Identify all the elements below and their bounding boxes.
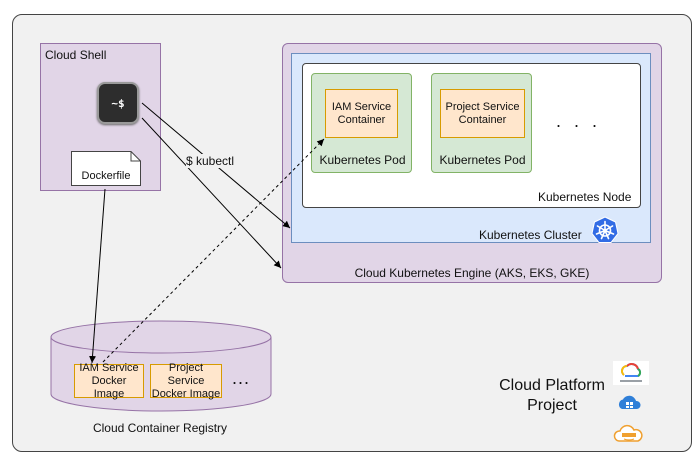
dockerfile-document-icon	[71, 151, 141, 186]
kubernetes-pod-iam: IAM Service Container Kubernetes Pod	[311, 73, 412, 173]
image-to-container-arrow	[102, 138, 325, 363]
kubernetes-pod-label: Kubernetes Pod	[319, 153, 406, 167]
project-service-docker-image-label: Project Service Docker Image	[151, 361, 221, 400]
google-cloud-icon	[613, 361, 649, 385]
aws-icon	[613, 424, 643, 442]
iam-service-container-label: IAM Service Container	[331, 100, 392, 126]
kubernetes-pod-project: Project Service Container Kubernetes Pod	[431, 73, 532, 173]
project-service-container-label: Project Service Container	[445, 100, 520, 126]
iam-service-docker-image-label: IAM Service Docker Image	[79, 361, 139, 400]
kubernetes-logo-icon	[591, 216, 619, 243]
more-images-ellipsis: ...	[232, 368, 251, 388]
dockerfile-label: Dockerfile	[81, 170, 131, 182]
project-service-docker-image: Project Service Docker Image	[150, 361, 222, 400]
iam-service-docker-image: IAM Service Docker Image	[74, 361, 144, 400]
azure-icon	[618, 395, 641, 409]
kubectl-arrow-engine	[141, 117, 282, 269]
container-registry-label: Cloud Container Registry	[92, 421, 228, 435]
more-pods-ellipsis: . . .	[556, 111, 602, 131]
iam-service-container: IAM Service Container	[325, 89, 398, 138]
dockerfile-to-image-arrow	[89, 188, 106, 364]
terminal-prompt: ~$	[111, 96, 125, 110]
kubectl-label: $ kubectl	[186, 154, 235, 168]
kubernetes-cluster-label: Kubernetes Cluster	[479, 228, 582, 242]
cloud-shell-title: Cloud Shell	[45, 48, 107, 62]
cloud-platform-project-title: Cloud Platform Project	[499, 377, 605, 414]
project-service-container: Project Service Container	[440, 89, 525, 138]
kubernetes-engine-label: Cloud Kubernetes Engine (AKS, EKS, GKE)	[354, 266, 590, 280]
terminal-icon: ~$	[97, 82, 139, 124]
kubernetes-pod-label: Kubernetes Pod	[439, 153, 526, 167]
kubernetes-node-label: Kubernetes Node	[538, 190, 632, 204]
